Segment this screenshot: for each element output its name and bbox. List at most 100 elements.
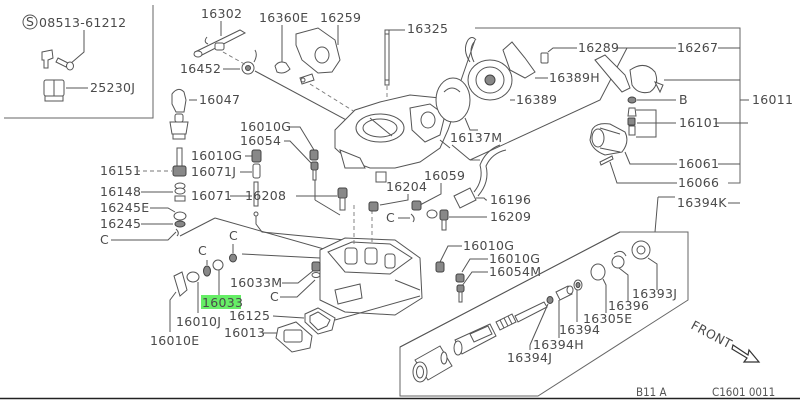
label-16054M[interactable]: 16054M bbox=[489, 264, 541, 279]
label-16452[interactable]: 16452 bbox=[180, 61, 221, 76]
pump-assembly-group: 16394K 16393J 16396 16305E 16394 bbox=[399, 195, 740, 397]
label-16059[interactable]: 16059 bbox=[424, 168, 465, 183]
label-16010G-c[interactable]: 16010G bbox=[463, 238, 514, 253]
label-16148[interactable]: 16148 bbox=[100, 184, 141, 199]
gasket-16245-icon bbox=[174, 220, 186, 228]
label-16054[interactable]: 16054 bbox=[240, 133, 281, 148]
label-16071[interactable]: 16071 bbox=[191, 188, 232, 203]
label-16389H[interactable]: 16389H bbox=[549, 70, 600, 85]
label-25230J[interactable]: 25230J bbox=[90, 80, 135, 95]
pump-16267-icon bbox=[594, 54, 664, 94]
label-16196[interactable]: 16196 bbox=[490, 192, 531, 207]
washer-16394J-icon bbox=[546, 296, 554, 304]
bracket-icon bbox=[41, 49, 54, 69]
label-16013[interactable]: 16013 bbox=[224, 325, 265, 340]
screw-icon bbox=[55, 57, 74, 71]
inset-box: S 08513-61212 25230J bbox=[4, 5, 154, 119]
needle-valve-16151-icon bbox=[172, 147, 187, 177]
filter-stack-16101-icon bbox=[627, 107, 637, 136]
front-arrow-icon bbox=[731, 344, 761, 363]
spring-16148-icon bbox=[174, 182, 186, 202]
jet-16010J-icon bbox=[186, 253, 237, 283]
label-B[interactable]: B bbox=[679, 92, 688, 107]
label-16137M[interactable]: 16137M bbox=[450, 130, 502, 145]
figure-code: C1601 0011 bbox=[712, 385, 775, 399]
label-16010J[interactable]: 16010J bbox=[176, 314, 221, 329]
label-C2[interactable]: C bbox=[386, 210, 395, 225]
label-16289[interactable]: 16289 bbox=[578, 40, 619, 55]
screw-16033M-icon bbox=[311, 261, 321, 278]
label-16394H[interactable]: 16394H bbox=[533, 337, 584, 352]
label-16047[interactable]: 16047 bbox=[199, 92, 240, 107]
label-16394J[interactable]: 16394J bbox=[507, 350, 552, 365]
label-C5[interactable]: C bbox=[270, 289, 279, 304]
label-16360E[interactable]: 16360E bbox=[259, 10, 308, 25]
label-16071J[interactable]: 16071J bbox=[191, 164, 236, 179]
label-16204[interactable]: 16204 bbox=[386, 179, 427, 194]
label-16208[interactable]: 16208 bbox=[245, 188, 286, 203]
label-C1[interactable]: C bbox=[100, 232, 109, 247]
choke-group: 16137M 16389 16389H 16289 bbox=[435, 37, 619, 145]
clip-16360E-icon bbox=[274, 61, 291, 74]
label-16325[interactable]: 16325 bbox=[407, 21, 448, 36]
label-16389[interactable]: 16389 bbox=[516, 92, 557, 107]
label-16033M[interactable]: 16033M bbox=[230, 275, 282, 290]
label-16245E[interactable]: 16245E bbox=[100, 200, 149, 215]
label-16151[interactable]: 16151 bbox=[100, 163, 141, 178]
label-C4[interactable]: C bbox=[229, 228, 238, 243]
pump-piston-icon bbox=[412, 301, 548, 383]
washer-16209-icon bbox=[426, 209, 438, 219]
screw-16208-icon bbox=[337, 187, 348, 211]
label-16061[interactable]: 16061 bbox=[678, 156, 719, 171]
front-label: FRONT bbox=[689, 317, 735, 351]
lever-16302-icon bbox=[193, 29, 247, 58]
screw-16209-icon bbox=[439, 209, 449, 231]
label-16209[interactable]: 16209 bbox=[490, 209, 531, 224]
label-C3[interactable]: C bbox=[198, 243, 207, 258]
solenoid-16196-icon bbox=[453, 144, 507, 209]
label-16011[interactable]: 16011 bbox=[752, 92, 793, 107]
choke-housing-16389-icon bbox=[464, 37, 513, 101]
cover-16137M-icon bbox=[435, 77, 471, 123]
label-16066[interactable]: 16066 bbox=[678, 175, 719, 190]
label-16302[interactable]: 16302 bbox=[201, 6, 242, 21]
label-16305E[interactable]: 16305E bbox=[583, 311, 632, 326]
jet-16010G-b-icon bbox=[251, 149, 262, 179]
bracket-16010E-icon bbox=[173, 271, 188, 297]
label-16010G-b[interactable]: 16010G bbox=[191, 148, 242, 163]
label-16125[interactable]: 16125 bbox=[229, 308, 270, 323]
label-16101[interactable]: 16101 bbox=[679, 115, 720, 130]
screw-16204-icon bbox=[368, 201, 379, 212]
label-16393J[interactable]: 16393J bbox=[632, 286, 677, 301]
throttle-bracket-16259-icon bbox=[295, 27, 341, 85]
ring-16305E-icon bbox=[590, 263, 606, 281]
relay-icon bbox=[43, 79, 65, 102]
label-16394K[interactable]: 16394K bbox=[677, 195, 727, 210]
harness-group: 16204 16059 C 16209 16196 bbox=[368, 144, 531, 231]
label-16010G-d[interactable]: 16010G bbox=[489, 251, 540, 266]
label-16396[interactable]: 16396 bbox=[608, 298, 649, 313]
left-stack-group: 16151 16148 16245E 16245 C bbox=[100, 113, 346, 256]
label-16010E[interactable]: 16010E bbox=[150, 333, 199, 348]
label-screw-part[interactable]: 08513-61212 bbox=[39, 15, 126, 30]
gasket-16389H-icon bbox=[502, 41, 536, 79]
valve-top-icon bbox=[169, 113, 189, 140]
washer-16245E-icon bbox=[173, 211, 187, 221]
lower-left-group: C C 16010E 16010J 16033 16033M C bbox=[150, 228, 421, 353]
label-16259[interactable]: 16259 bbox=[320, 10, 361, 25]
center-left-jets-group: 16010G 16071J 16071 16010G 16054 16208 bbox=[191, 119, 348, 241]
label-16245[interactable]: 16245 bbox=[100, 216, 141, 231]
retainer-16396-icon bbox=[611, 250, 627, 269]
label-16267[interactable]: 16267 bbox=[677, 40, 718, 55]
stud-16325-icon bbox=[384, 29, 390, 86]
front-direction-indicator: FRONT bbox=[689, 317, 761, 363]
label-16394[interactable]: 16394 bbox=[559, 322, 600, 337]
lever-16047-icon bbox=[171, 88, 187, 113]
center-right-jets-group: 16010G 16010G 16054M bbox=[435, 238, 541, 303]
label-16033[interactable]: 16033 bbox=[202, 295, 243, 310]
spacer-16013-icon bbox=[275, 321, 313, 353]
jet-16054M-icon bbox=[455, 273, 465, 303]
label-16010G-a[interactable]: 16010G bbox=[240, 119, 291, 134]
carburetor-body-group bbox=[319, 39, 476, 316]
jet-16010G-c-icon bbox=[435, 261, 445, 273]
